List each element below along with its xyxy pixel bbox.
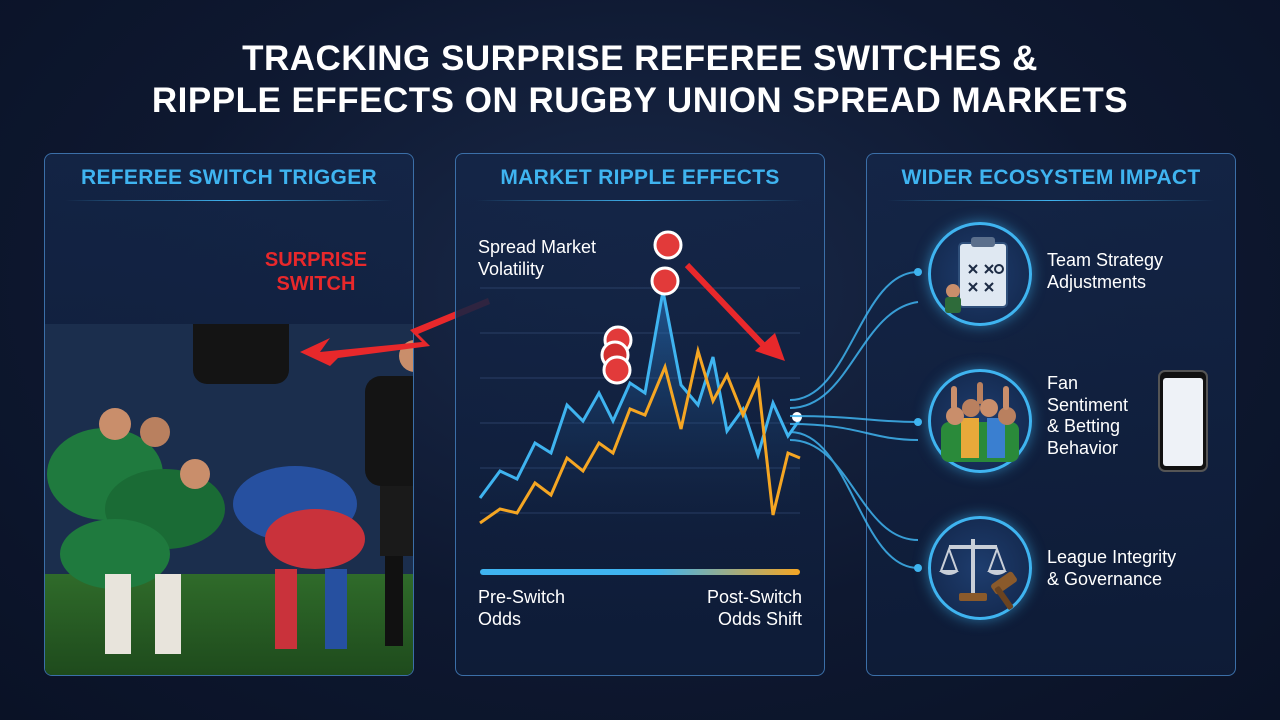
- impact-2-line-3: & Betting: [1047, 416, 1121, 436]
- downtrend-arrow-icon: [684, 262, 785, 361]
- replacement-referee: [365, 340, 413, 646]
- heading-divider: [887, 200, 1215, 201]
- timeline-bar: [480, 569, 800, 575]
- pre-switch-odds-line: [478, 290, 802, 499]
- panel-heading-ecosystem: WIDER ECOSYSTEM IMPACT: [901, 166, 1201, 189]
- fans-icon: [941, 382, 1019, 462]
- post-switch-odds-line: [479, 345, 801, 525]
- callout-line-2: SWITCH: [276, 273, 356, 295]
- spread-volatility-label: Spread Market Volatility: [478, 236, 596, 280]
- league-integrity-circle: [928, 516, 1032, 620]
- heading-divider: [65, 200, 393, 201]
- callout-line-1: SURPRISE: [264, 249, 368, 271]
- panel-heading-market: MARKET RIPPLE EFFECTS: [500, 166, 780, 189]
- impact-2-line-1: Fan: [1047, 373, 1079, 393]
- rugby-scrum-illustration: [45, 324, 413, 675]
- panel-heading-referee: REFEREE SWITCH TRIGGER: [81, 166, 377, 189]
- blue-team-players: [233, 466, 365, 649]
- title-line-2: RIPPLE EFFECTS ON RUGBY UNION SPREAD MAR…: [151, 81, 1129, 120]
- original-referee: [193, 324, 289, 384]
- scales-gavel-icon: [939, 539, 1017, 610]
- referee-switch-panel: REFEREE SWITCH TRIGGER: [44, 153, 414, 676]
- poker-chips-icon: [600, 230, 683, 385]
- ripple-connector-lines: [790, 268, 922, 572]
- chart-label-line-2: Volatility: [478, 259, 545, 279]
- post-label-line-2: Odds Shift: [717, 609, 802, 629]
- impact-1-line-1: Team Strategy: [1047, 250, 1164, 270]
- fan-sentiment-label: Fan Sentiment & Betting Behavior: [1047, 373, 1128, 459]
- league-integrity-label: League Integrity & Governance: [1047, 547, 1176, 590]
- post-label-line-1: Post-Switch: [706, 587, 802, 607]
- impact-3-line-1: League Integrity: [1047, 547, 1177, 567]
- post-switch-odds-label: Post-Switch Odds Shift: [680, 586, 802, 630]
- green-team-players: [47, 408, 225, 654]
- pre-label-line-2: Odds: [478, 609, 522, 629]
- fan-sentiment-circle: [928, 369, 1032, 473]
- pre-label-line-1: Pre-Switch: [478, 587, 566, 607]
- team-strategy-circle: [928, 222, 1032, 326]
- impact-2-line-2: Sentiment: [1047, 394, 1129, 415]
- team-strategy-label: Team Strategy Adjustments: [1047, 250, 1163, 293]
- surprise-arrow-icon: [300, 298, 490, 366]
- surprise-switch-callout: SURPRISE SWITCH: [226, 248, 406, 296]
- pre-switch-odds-label: Pre-Switch Odds: [478, 586, 565, 630]
- heading-divider: [476, 200, 804, 201]
- page-title: TRACKING SURPRISE REFEREE SWITCHES & RIP…: [0, 38, 1280, 122]
- chart-label-line-1: Spread Market: [478, 237, 597, 257]
- pre-switch-area: [480, 291, 800, 558]
- phone-screen: [1163, 378, 1203, 466]
- title-line-1: TRACKING SURPRISE REFEREE SWITCHES &: [242, 39, 1038, 78]
- impact-1-line-2: Adjustments: [1047, 271, 1147, 292]
- volatility-chart: [478, 230, 802, 575]
- impact-3-line-2: & Governance: [1047, 568, 1163, 589]
- betting-app-phone-icon: [1158, 370, 1208, 472]
- impact-2-line-4: Behavior: [1047, 437, 1119, 458]
- clipboard-icon: [945, 237, 1008, 313]
